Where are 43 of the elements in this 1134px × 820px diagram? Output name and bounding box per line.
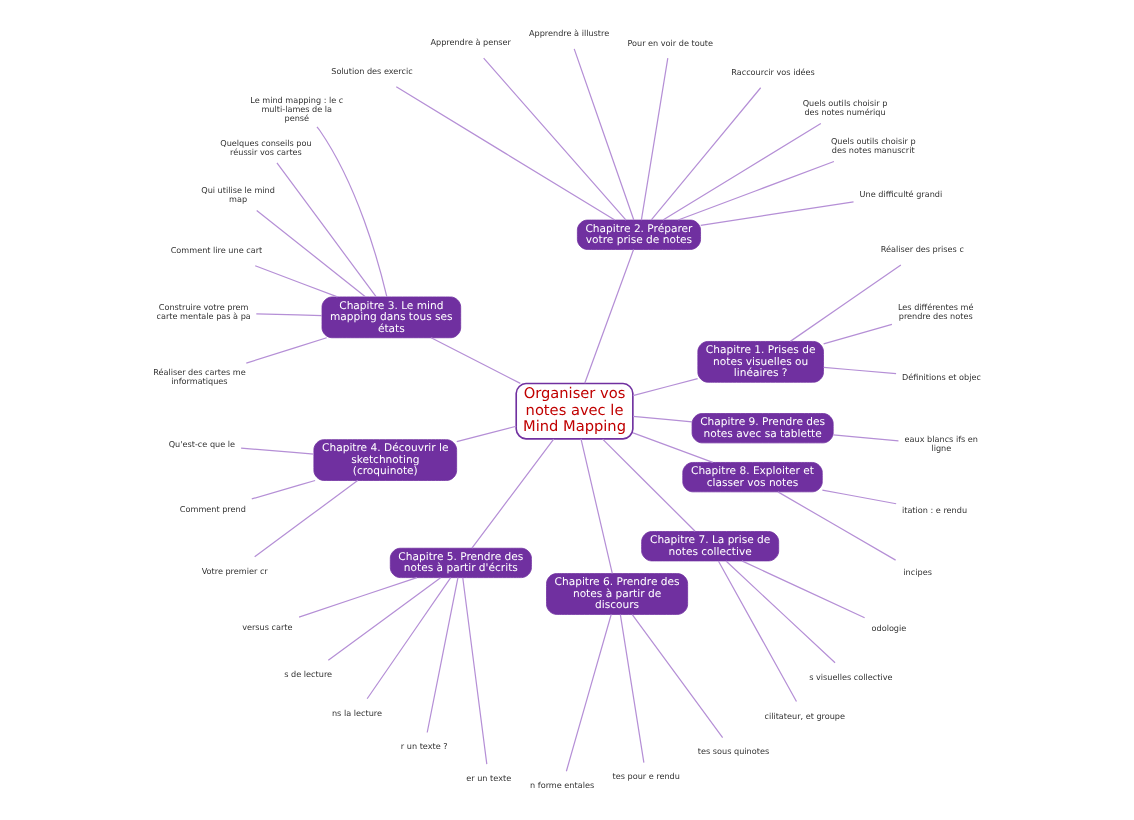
connector xyxy=(602,438,696,532)
connector xyxy=(823,366,897,375)
connector xyxy=(316,126,388,298)
connector xyxy=(632,377,699,397)
connector xyxy=(741,560,866,619)
connector xyxy=(565,613,612,772)
connector xyxy=(584,248,635,384)
connector xyxy=(662,122,822,221)
connector xyxy=(700,201,855,226)
connector xyxy=(777,491,897,561)
connector xyxy=(462,577,488,765)
connector xyxy=(430,337,521,385)
connector xyxy=(426,577,459,734)
connector xyxy=(483,57,627,221)
connector xyxy=(632,415,693,423)
connector xyxy=(631,614,724,739)
connector xyxy=(717,560,798,703)
connector xyxy=(254,265,339,298)
connector xyxy=(821,489,897,505)
connector xyxy=(632,432,714,464)
connector xyxy=(573,48,635,221)
connector xyxy=(725,560,836,664)
connector xyxy=(650,87,762,221)
connector xyxy=(254,479,359,558)
connector xyxy=(251,479,316,500)
connector xyxy=(580,438,613,574)
connector xyxy=(298,577,418,618)
connector xyxy=(677,160,835,221)
connector xyxy=(256,209,366,298)
connector xyxy=(276,162,377,298)
connector xyxy=(471,438,555,549)
connector xyxy=(456,425,517,443)
connector xyxy=(240,447,315,455)
connector xyxy=(619,614,645,764)
connector xyxy=(640,57,669,221)
connector xyxy=(832,434,900,442)
connector xyxy=(823,323,893,345)
connector xyxy=(366,577,452,700)
connector xyxy=(789,264,902,342)
connector xyxy=(245,337,328,364)
connector xyxy=(395,86,616,221)
connector xyxy=(327,577,442,661)
connector xyxy=(255,313,323,317)
